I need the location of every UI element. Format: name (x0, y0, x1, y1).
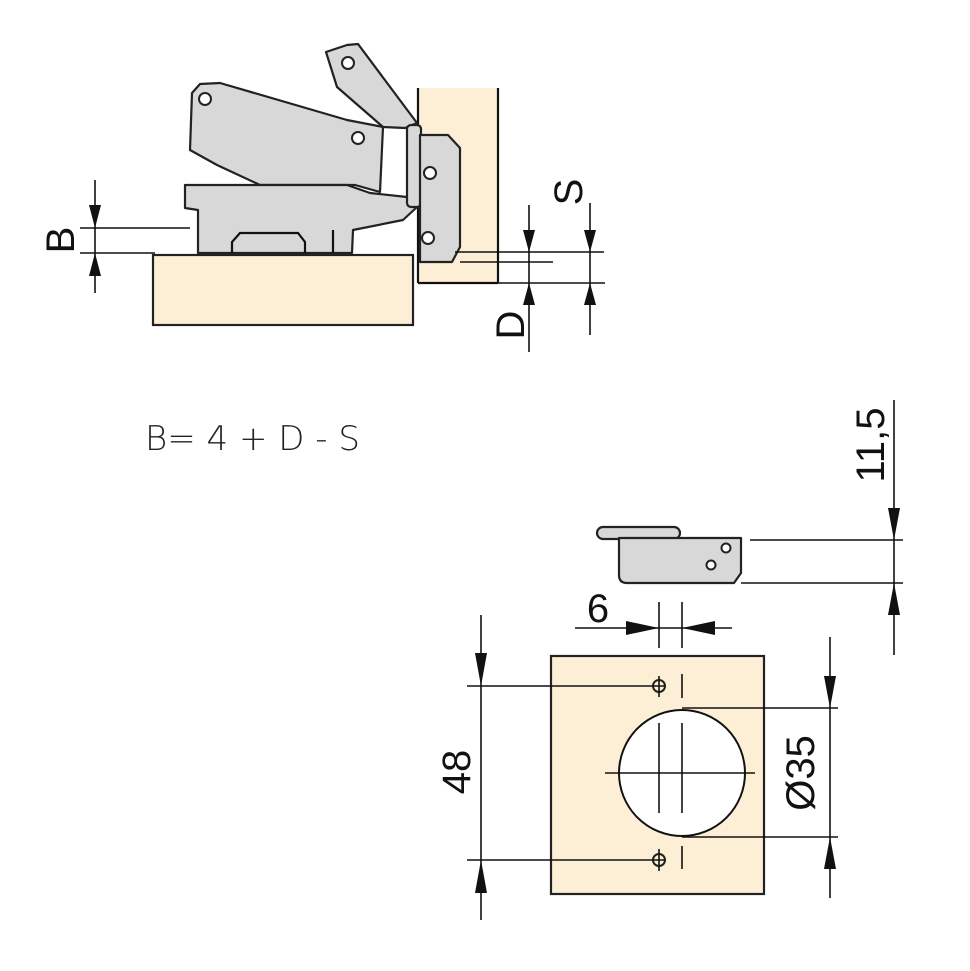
pivot-hole-icon (351, 131, 365, 145)
dimension-spacing: 48 (435, 615, 665, 920)
dimension-diameter: Ø35 (682, 637, 838, 898)
hinge-link-arm (324, 42, 419, 130)
pivot-hole-icon (421, 231, 435, 245)
pivot-hole-icon (423, 166, 437, 180)
label-depth: 11,5 (849, 408, 893, 483)
label-s: S (547, 179, 591, 206)
center-crosshair (605, 674, 755, 869)
hinge-cup-side (617, 536, 743, 585)
screw-hole-icon (720, 542, 732, 554)
hinge-upper-arm (188, 81, 385, 194)
pivot-hole-icon (198, 92, 212, 106)
plate-recess (230, 231, 307, 253)
pivot-hole-icon (341, 56, 355, 70)
label-diameter: Ø35 (779, 735, 823, 811)
label-spacing: 48 (435, 750, 479, 795)
label-b: B (39, 227, 83, 254)
dimension-depth: 11,5 (741, 400, 903, 655)
label-offset: 6 (587, 587, 609, 631)
mounting-plate (183, 183, 419, 255)
label-d: D (489, 311, 533, 340)
dimension-s-d: S D (420, 179, 605, 352)
dimension-offset: 6 (575, 587, 732, 648)
formula-text: B= 4 + D - S (145, 419, 360, 459)
cabinet-side-panel (151, 253, 415, 327)
screw-hole-icon (705, 559, 717, 571)
dimension-b: B (39, 180, 190, 293)
